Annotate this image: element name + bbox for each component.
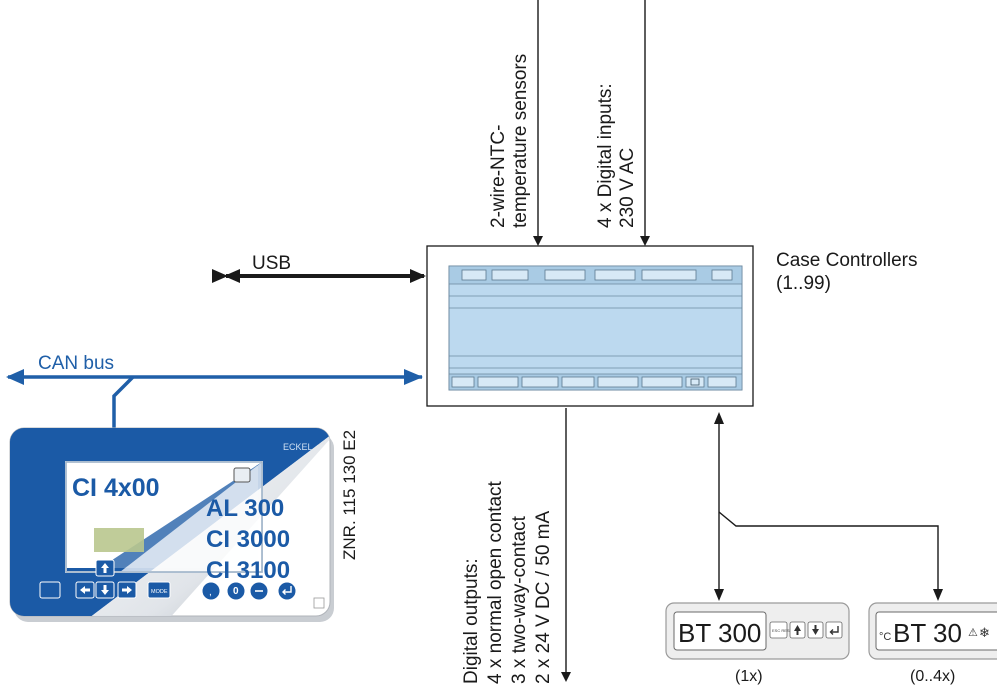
arrow-up-icon	[101, 563, 109, 573]
terminal-zero-label: 0	[233, 586, 239, 597]
case-controllers-label: Case Controllers (1..99)	[776, 250, 923, 294]
bt300-esc-button[interactable]	[769, 621, 788, 639]
terminal-model-main: CI 4x00	[72, 474, 160, 502]
bt300-label: BT 300	[678, 618, 761, 648]
terminal-model-ci3100: CI 3100	[206, 557, 290, 584]
terminal-key-mode[interactable]	[147, 581, 171, 599]
warning-icon: ⚠	[968, 627, 978, 639]
usb-label: USB	[252, 253, 291, 274]
terminal-ci4x00: ECKEL CI 4x00 AL 300 CI 3000 CI 3100 MOD…	[9, 427, 334, 622]
terminal-mode-label: MODE	[151, 589, 168, 595]
digital-input-label: 4 x Digital inputs: 230 V AC	[595, 78, 638, 228]
arrow-right-icon	[122, 586, 132, 594]
arrow-down-icon	[812, 625, 819, 635]
bt300-unit: BT 300 ESC RESET	[665, 602, 850, 660]
enter-icon	[282, 586, 292, 595]
terminal-key-zero[interactable]	[226, 581, 246, 601]
terminal-model-al300: AL 300	[206, 495, 284, 522]
arrow-down-icon	[101, 585, 109, 595]
ntc-sensor-label: 2-wire-NTC- temperature sensors	[488, 54, 531, 228]
terminal-key-esc[interactable]	[39, 581, 61, 599]
defrost-icon: ❄	[979, 625, 990, 640]
comma-icon: ,	[209, 587, 212, 598]
terminal-model-ci3000: CI 3000	[206, 526, 290, 553]
can-bus-label: CAN bus	[38, 353, 114, 374]
znr-label: ZNR. 115 130 E2	[340, 430, 359, 560]
terminal-brand: ECKEL	[283, 442, 313, 452]
celsius-icon: °C	[879, 631, 891, 643]
terminal-key-enter[interactable]	[277, 581, 297, 601]
bt300-esc-label: ESC RESET	[772, 628, 795, 633]
bt30-unit: °C BT 30 ⚠ ❄	[868, 602, 997, 660]
bt30-quantity: (0..4x)	[910, 668, 955, 685]
operating-unit-connections	[714, 412, 943, 601]
arrow-left-icon	[80, 586, 90, 594]
terminal-key-comma[interactable]	[201, 581, 221, 601]
bt300-enter-button[interactable]	[825, 621, 843, 639]
arrow-up-icon	[794, 625, 801, 635]
bt300-quantity: (1x)	[735, 668, 763, 685]
digital-output-label: Digital outputs: 4 x normal open contact…	[461, 476, 554, 684]
can-bus	[6, 369, 423, 434]
bt30-label: BT 30	[893, 618, 962, 648]
usb-arrow-left-head	[224, 269, 240, 283]
case-controller	[426, 245, 754, 407]
enter-icon	[829, 626, 839, 635]
